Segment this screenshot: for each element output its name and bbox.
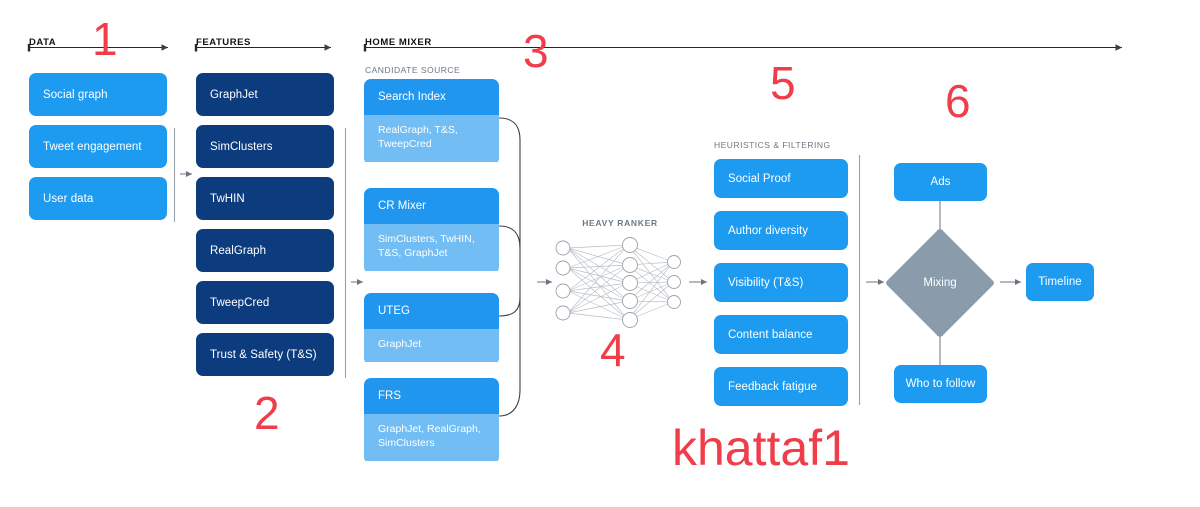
candidate-source-name: UTEG <box>364 293 499 329</box>
feature-box-label: RealGraph <box>210 244 267 257</box>
mixing-diamond-shape <box>884 227 996 339</box>
candidate-merge-wires <box>498 117 521 417</box>
who-to-follow-label: Who to follow <box>905 378 976 390</box>
section-title-home-mixer: HOME MIXER <box>365 37 432 48</box>
section-title-features: FEATURES <box>196 37 251 48</box>
feature-box-simclusters[interactable]: SimClusters <box>196 125 334 168</box>
candidate-source-features: GraphJet <box>364 329 499 362</box>
annotation-5: 5 <box>770 57 796 109</box>
candidate-source-features: GraphJet, RealGraph, SimClusters <box>364 414 499 461</box>
section-title-data: DATA <box>29 37 57 48</box>
heuristic-box-author-diversity[interactable]: Author diversity <box>714 211 848 250</box>
annotation-khattaf1: khattaf1 <box>672 420 850 476</box>
data-box-tweet-engagement[interactable]: Tweet engagement <box>29 125 167 168</box>
heuristic-box-content-balance[interactable]: Content balance <box>714 315 848 354</box>
ads-box[interactable]: Ads <box>894 163 987 201</box>
feature-box-trust-and-safety[interactable]: Trust & Safety (T&S) <box>196 333 334 376</box>
candidate-source-name: FRS <box>364 378 499 414</box>
feature-box-tweepcred[interactable]: TweepCred <box>196 281 334 324</box>
ads-label: Ads <box>930 176 951 188</box>
heuristic-box-label: Visibility (T&S) <box>728 276 804 289</box>
heuristic-box-label: Feedback fatigue <box>728 380 818 393</box>
candidate-source-features: SimClusters, TwHIN, T&S, GraphJet <box>364 224 499 271</box>
heuristic-box-label: Author diversity <box>728 224 809 237</box>
feature-box-label: TweepCred <box>210 296 270 309</box>
annotation-4: 4 <box>600 324 626 376</box>
section-title-heuristics: HEURISTICS & FILTERING <box>714 140 831 150</box>
data-box-user-data[interactable]: User data <box>29 177 167 220</box>
data-box-label: Tweet engagement <box>43 140 142 153</box>
heuristic-box-label: Social Proof <box>728 172 791 185</box>
candidate-source-features: RealGraph, T&S, TweepCred <box>364 115 499 162</box>
header-arrow-home-mixer <box>363 44 1122 52</box>
heuristic-box-visibility[interactable]: Visibility (T&S) <box>714 263 848 302</box>
feature-box-twhin[interactable]: TwHIN <box>196 177 334 220</box>
candidate-source-name: Search Index <box>364 79 499 115</box>
candidate-source-card-uteg[interactable]: UTEG GraphJet <box>364 293 499 365</box>
annotation-1: 1 <box>92 13 118 65</box>
annotation-6: 6 <box>945 75 971 127</box>
mixing-diamond[interactable]: Mixing <box>884 227 996 339</box>
heuristic-box-feedback-fatigue[interactable]: Feedback fatigue <box>714 367 848 406</box>
timeline-label: Timeline <box>1038 276 1082 288</box>
data-box-label: User data <box>43 192 94 205</box>
data-box-label: Social graph <box>43 88 108 101</box>
heavy-ranker-network <box>555 237 681 328</box>
annotation-2: 2 <box>254 387 280 439</box>
candidate-source-name: CR Mixer <box>364 188 499 224</box>
candidate-source-card-frs[interactable]: FRS GraphJet, RealGraph, SimClusters <box>364 378 499 464</box>
annotation-3: 3 <box>523 25 549 77</box>
feature-box-label: SimClusters <box>210 140 273 153</box>
candidate-source-card-cr-mixer[interactable]: CR Mixer SimClusters, TwHIN, T&S, GraphJ… <box>364 188 499 274</box>
who-to-follow-box[interactable]: Who to follow <box>894 365 987 403</box>
feature-box-label: GraphJet <box>210 88 258 101</box>
timeline-box[interactable]: Timeline <box>1026 263 1094 301</box>
feature-box-realgraph[interactable]: RealGraph <box>196 229 334 272</box>
heuristic-box-social-proof[interactable]: Social Proof <box>714 159 848 198</box>
feature-box-label: Trust & Safety (T&S) <box>210 348 317 361</box>
heuristic-box-label: Content balance <box>728 328 813 341</box>
candidate-source-card-search-index[interactable]: Search Index RealGraph, T&S, TweepCred <box>364 79 499 165</box>
data-box-social-graph[interactable]: Social graph <box>29 73 167 116</box>
feature-box-label: TwHIN <box>210 192 245 205</box>
feature-box-graphjet[interactable]: GraphJet <box>196 73 334 116</box>
section-title-candidate-source: CANDIDATE SOURCE <box>365 65 461 75</box>
section-title-heavy-ranker: HEAVY RANKER <box>582 218 658 228</box>
